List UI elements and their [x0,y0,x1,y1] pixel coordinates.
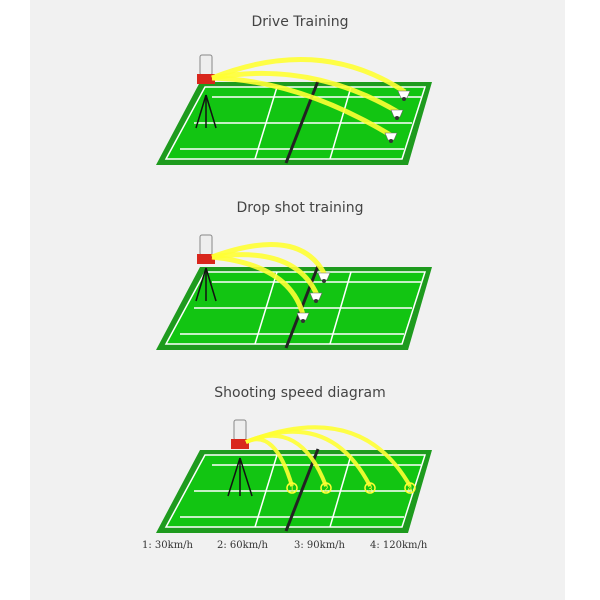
shuttle-machine [227,419,253,497]
shuttlecocks [384,90,411,143]
trajectories [211,57,407,139]
speed-legend-1: 1: 30km/h [142,540,193,551]
trajectories [245,425,412,487]
speed-marker-2: 2 [323,485,328,494]
speed-markers: 1 2 3 4 [286,482,416,494]
drop-shot-training-title: Drop shot training [236,200,364,216]
drive-training-title: Drive Training [251,14,349,30]
shuttle-machine [195,54,217,129]
speed-legend-4: 4: 120km/h [370,540,428,551]
shooting-speed-diagram-title: Shooting speed diagram [214,385,386,401]
speed-legend-3: 3: 90km/h [294,540,345,551]
drive-training-diagram [156,54,432,165]
speed-marker-3: 3 [367,485,372,494]
shuttle-machine [195,234,217,302]
drop-shot-training-diagram [156,234,432,350]
net [284,80,320,164]
speed-marker-4: 4 [407,485,412,494]
shooting-speed-diagram: 1 2 3 4 [156,419,432,533]
court [156,267,432,350]
trajectories [211,242,328,316]
speed-legend-2: 2: 60km/h [217,540,268,551]
shuttlecocks [296,272,331,323]
speed-marker-1: 1 [289,485,294,494]
court [156,82,432,165]
